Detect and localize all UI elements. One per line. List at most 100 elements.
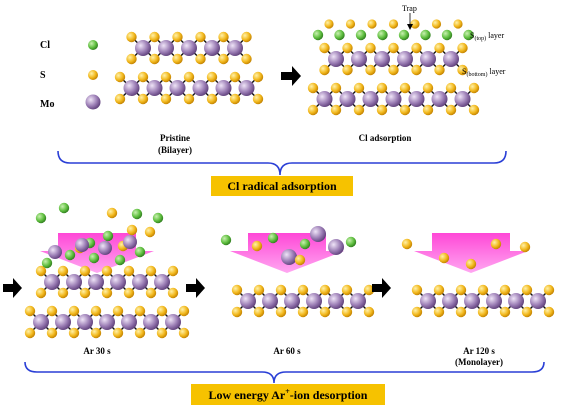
s-atom	[79, 287, 91, 299]
mo-atom	[88, 274, 104, 290]
s-atom	[126, 31, 137, 43]
caption-ar30: Ar 30 s	[83, 346, 111, 356]
mo-atom	[123, 80, 140, 96]
mo-atom	[158, 40, 174, 56]
s-atom	[134, 327, 146, 339]
s-atom	[123, 265, 135, 277]
s-atom	[453, 19, 463, 29]
s-atom	[365, 42, 376, 54]
s-atom	[275, 306, 287, 318]
mo-atom	[215, 80, 232, 96]
s-atom	[178, 327, 190, 339]
cl-atom	[334, 29, 345, 41]
mo-atom	[508, 293, 524, 309]
s-atom	[112, 327, 124, 339]
s-atom	[114, 71, 126, 83]
s-atom	[521, 284, 533, 296]
s-atom	[160, 71, 172, 83]
mo-atom	[486, 293, 502, 309]
legend: Cl S Mo	[40, 40, 101, 110]
mo-atom	[121, 314, 137, 330]
mo-atom	[99, 314, 115, 330]
s-atom	[24, 305, 36, 317]
cl-atom	[131, 208, 143, 220]
mo-atom	[339, 91, 356, 107]
s-atom	[341, 284, 353, 296]
mo-atom	[240, 293, 256, 309]
mo-atom	[328, 51, 344, 67]
cl-atom	[102, 230, 114, 242]
s-atom	[126, 53, 137, 65]
cl-atom	[377, 29, 388, 41]
s-atom	[457, 42, 468, 54]
s-atom	[35, 265, 47, 277]
mo-atom	[77, 314, 93, 330]
s-atom	[477, 284, 489, 296]
mo-atom	[464, 293, 480, 309]
mo-atom	[238, 80, 255, 96]
s-atom	[167, 265, 179, 277]
s-atom	[433, 284, 445, 296]
cl-atom	[220, 234, 232, 246]
caption-ar120-line2: (Monolayer)	[455, 357, 503, 367]
banner-cl-radical-adsorption	[211, 176, 353, 196]
mo-atom	[530, 293, 546, 309]
s-atom	[399, 104, 411, 116]
mo-atom	[385, 91, 402, 107]
s-atom	[543, 284, 555, 296]
mo-atom	[192, 80, 209, 96]
s-atom	[90, 327, 102, 339]
s-atom	[345, 19, 356, 29]
process-arrow-ar60	[186, 278, 205, 298]
trap-arrow-head	[407, 24, 413, 30]
cl-atom	[88, 252, 100, 264]
mo-atom	[143, 314, 159, 330]
caption-ar120-line1: Ar 120 s	[463, 346, 495, 356]
s-atom	[388, 19, 399, 29]
mo-atom	[374, 51, 390, 67]
s-atom	[241, 53, 252, 65]
s-atom	[137, 93, 149, 105]
mo-atom	[262, 293, 278, 309]
cl-atom	[441, 29, 453, 41]
caption-pristine-line2: (Bilayer)	[158, 145, 192, 155]
s-atom	[431, 19, 442, 29]
mo-atom	[310, 226, 326, 242]
s-atom	[307, 82, 319, 94]
s-atom	[252, 93, 264, 105]
mo-atom	[75, 238, 89, 252]
s-atom	[101, 287, 113, 299]
s-atom	[114, 93, 126, 105]
ar120-lattice	[401, 233, 555, 318]
mo-atom	[316, 91, 333, 107]
mo-atom	[55, 314, 71, 330]
mo-atom	[420, 51, 436, 67]
s-atom	[218, 53, 229, 65]
s-atom	[411, 284, 423, 296]
s-atom	[367, 19, 377, 29]
s-atom	[521, 306, 533, 318]
process-arrow-ar120	[372, 278, 391, 298]
s-atom	[144, 226, 156, 238]
s-atom	[183, 71, 195, 83]
s-atom	[465, 258, 477, 270]
s-atom	[422, 104, 434, 116]
s-atom	[137, 71, 149, 83]
mo-atom	[397, 51, 413, 67]
process-arrow-top	[281, 66, 301, 86]
s-atom	[134, 305, 146, 317]
s-atom	[319, 42, 330, 54]
s-atom	[231, 306, 243, 318]
cl-adsorption-lattice	[307, 19, 480, 116]
mo-atom	[154, 274, 170, 290]
s-atom	[218, 31, 229, 43]
s-atom	[294, 254, 306, 266]
s-atom	[342, 42, 353, 54]
brace-top	[57, 150, 507, 176]
s-atom	[57, 265, 69, 277]
s-atom	[455, 284, 467, 296]
mo-atom	[408, 91, 425, 107]
ar30-lattice	[24, 202, 190, 339]
s-atom	[253, 306, 265, 318]
caption-cl-adsorption: Cl adsorption	[359, 133, 412, 143]
